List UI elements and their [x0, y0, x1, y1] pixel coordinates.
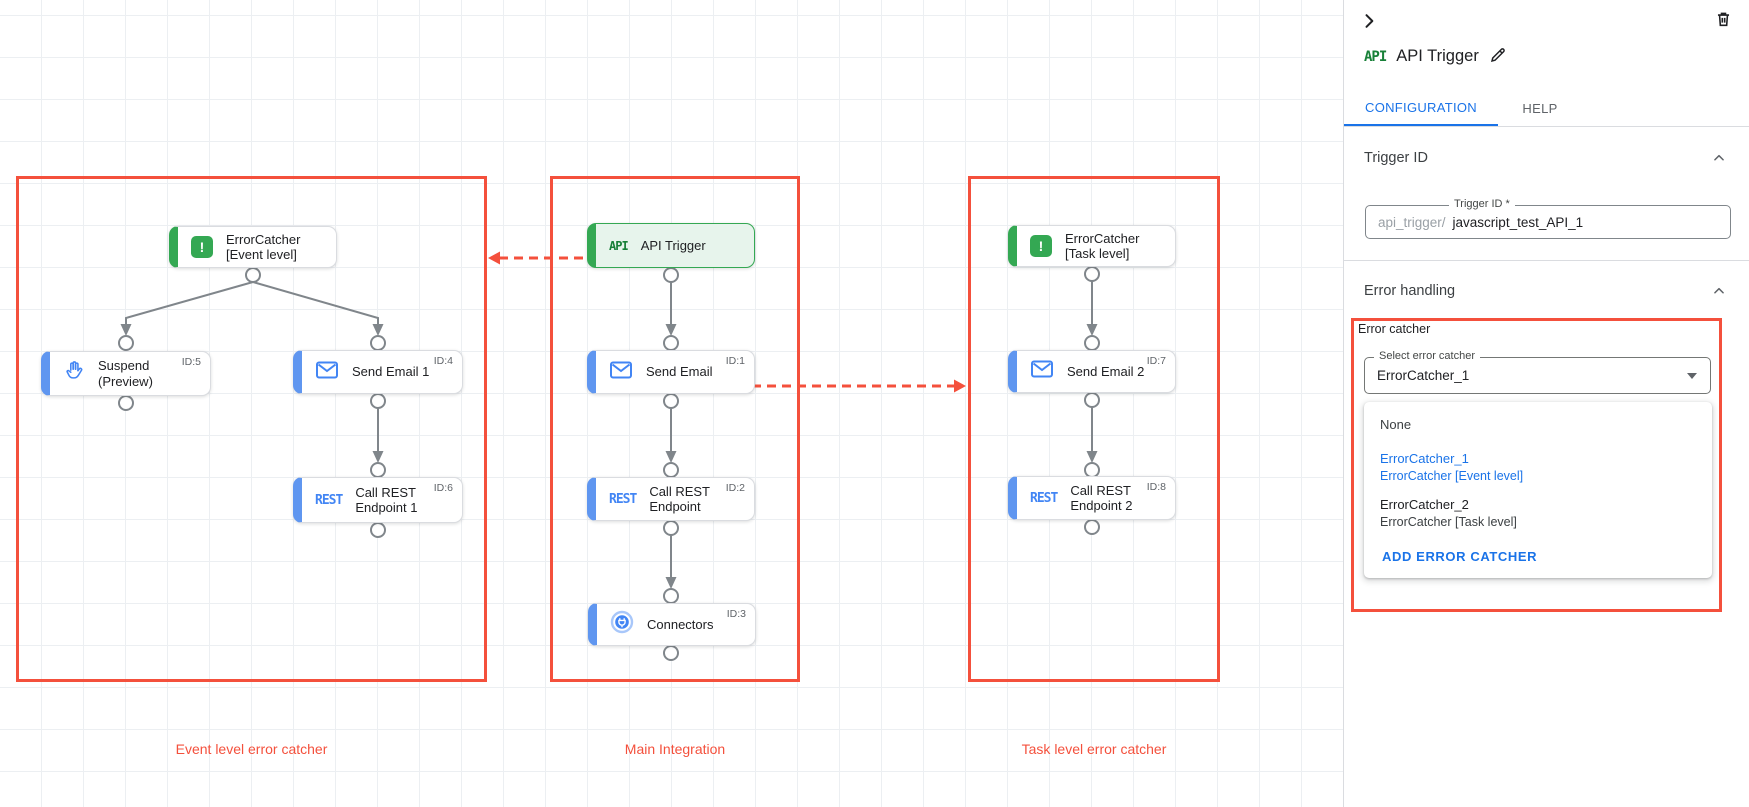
- node-id-badge: ID:1: [725, 355, 745, 367]
- node-id-badge: ID:2: [725, 482, 745, 494]
- select-error-catcher-field[interactable]: Select error catcher ErrorCatcher_1: [1364, 350, 1711, 394]
- node-errorcatcher-task-level[interactable]: ! ErrorCatcher [Task level]: [1008, 225, 1176, 267]
- error-catcher-dropdown-menu: None ErrorCatcher_1 ErrorCatcher [Event …: [1364, 402, 1712, 578]
- node-send-email[interactable]: Send Email ID:1: [587, 350, 755, 394]
- email-icon: [1030, 359, 1054, 384]
- task-level-group-box: [968, 176, 1220, 682]
- menu-option-none[interactable]: None: [1380, 417, 1412, 432]
- trigger-id-field[interactable]: Trigger ID * api_trigger/ javascript_tes…: [1365, 198, 1731, 239]
- config-side-panel: API API Trigger CONFIGURATION HELP Trigg…: [1343, 0, 1749, 807]
- email-icon: [609, 360, 633, 385]
- node-label: Call REST Endpoint: [649, 483, 710, 514]
- error-catcher-label: Error catcher: [1358, 322, 1431, 336]
- tab-help[interactable]: HELP: [1522, 101, 1558, 116]
- node-id-badge: ID:7: [1146, 355, 1166, 367]
- trigger-id-section-header: Trigger ID: [1364, 150, 1428, 166]
- chevron-up-icon: [1714, 154, 1724, 161]
- option-description: ErrorCatcher [Task level]: [1380, 515, 1517, 529]
- main-integration-group-box: [550, 176, 800, 682]
- trigger-id-value: javascript_test_API_1: [1452, 214, 1584, 230]
- section-divider: [1344, 260, 1749, 261]
- menu-option-errorcatcher-1[interactable]: ErrorCatcher_1 ErrorCatcher [Event level…: [1364, 444, 1712, 490]
- node-label: ErrorCatcher [Event level]: [226, 231, 301, 262]
- node-errorcatcher-event-level[interactable]: ! ErrorCatcher [Event level]: [169, 226, 337, 268]
- menu-option-errorcatcher-2[interactable]: ErrorCatcher_2 ErrorCatcher [Task level]: [1364, 490, 1712, 536]
- node-id-badge: ID:6: [433, 482, 453, 494]
- add-error-catcher-button[interactable]: ADD ERROR CATCHER: [1382, 549, 1538, 564]
- option-name: ErrorCatcher_1: [1380, 451, 1469, 466]
- rest-icon: REST: [1030, 490, 1058, 506]
- delete-trigger-button[interactable]: [1711, 8, 1735, 32]
- hand-icon: [63, 360, 85, 387]
- node-id-badge: ID:8: [1146, 481, 1166, 493]
- tabs-divider: [1344, 126, 1749, 127]
- trash-icon: [1717, 12, 1729, 26]
- node-send-email-1[interactable]: Send Email 1 ID:4: [293, 350, 463, 394]
- api-icon: API: [1364, 48, 1387, 65]
- edit-title-button[interactable]: [1489, 46, 1507, 67]
- node-label: Send Email 2: [1067, 363, 1145, 379]
- trigger-id-field-label: Trigger ID *: [1449, 198, 1515, 210]
- node-label: ErrorCatcher [Task level]: [1065, 230, 1140, 261]
- node-api-trigger[interactable]: API API Trigger: [587, 223, 755, 268]
- node-id-badge: ID:4: [433, 355, 453, 367]
- rest-icon: REST: [315, 492, 343, 508]
- api-icon: API: [609, 238, 629, 253]
- option-name: ErrorCatcher_2: [1380, 497, 1469, 512]
- collapse-panel-button[interactable]: [1357, 10, 1381, 34]
- error-catcher-annotation-box: [1351, 318, 1722, 612]
- connectors-icon: [610, 610, 634, 639]
- node-connectors[interactable]: Connectors ID:3: [588, 603, 756, 646]
- node-suspend[interactable]: Suspend (Preview) ID:5: [41, 351, 211, 396]
- dropdown-caret-icon: [1687, 373, 1697, 379]
- option-description: ErrorCatcher [Event level]: [1380, 469, 1524, 483]
- node-label: Connectors: [647, 616, 714, 632]
- error-catcher-icon: !: [191, 236, 213, 258]
- node-id-badge: ID:5: [181, 356, 201, 368]
- main-integration-group-label: Main Integration: [624, 741, 726, 757]
- chevron-right-icon: [1365, 13, 1374, 28]
- node-label: Suspend (Preview): [98, 358, 153, 389]
- node-send-email-2[interactable]: Send Email 2 ID:7: [1008, 350, 1176, 393]
- task-level-group-label: Task level error catcher: [1021, 741, 1167, 757]
- node-call-rest-endpoint[interactable]: REST Call REST Endpoint ID:2: [587, 477, 755, 521]
- panel-title: API Trigger: [1396, 47, 1479, 65]
- collapse-trigger-id-button[interactable]: [1709, 149, 1729, 169]
- event-level-group-box: [16, 176, 487, 682]
- rest-icon: REST: [609, 491, 637, 507]
- node-label: Call REST Endpoint 2: [1070, 482, 1133, 513]
- error-handling-section-header: Error handling: [1364, 283, 1456, 299]
- panel-tabs: CONFIGURATION HELP: [1344, 90, 1749, 127]
- error-catcher-icon: !: [1030, 235, 1052, 257]
- pencil-icon: [1490, 48, 1505, 63]
- tab-configuration[interactable]: CONFIGURATION: [1344, 90, 1498, 127]
- event-level-group-label: Event level error catcher: [175, 741, 328, 757]
- collapse-error-handling-button[interactable]: [1709, 282, 1729, 302]
- node-call-rest-endpoint-1[interactable]: REST Call REST Endpoint 1 ID:6: [293, 477, 463, 523]
- select-error-catcher-value: ErrorCatcher_1: [1377, 368, 1470, 383]
- chevron-up-icon: [1714, 287, 1724, 294]
- select-error-catcher-label: Select error catcher: [1374, 350, 1480, 362]
- node-label: Call REST Endpoint 1: [355, 484, 418, 515]
- node-label: Send Email: [646, 364, 713, 380]
- integration-canvas[interactable]: Event level error catcher Main Integrati…: [0, 0, 1343, 807]
- trigger-id-prefix: api_trigger/: [1378, 214, 1446, 230]
- node-label: Send Email 1: [352, 364, 430, 380]
- node-label: API Trigger: [640, 237, 706, 253]
- node-call-rest-endpoint-2[interactable]: REST Call REST Endpoint 2 ID:8: [1008, 476, 1176, 520]
- node-id-badge: ID:3: [726, 608, 746, 620]
- email-icon: [315, 360, 339, 385]
